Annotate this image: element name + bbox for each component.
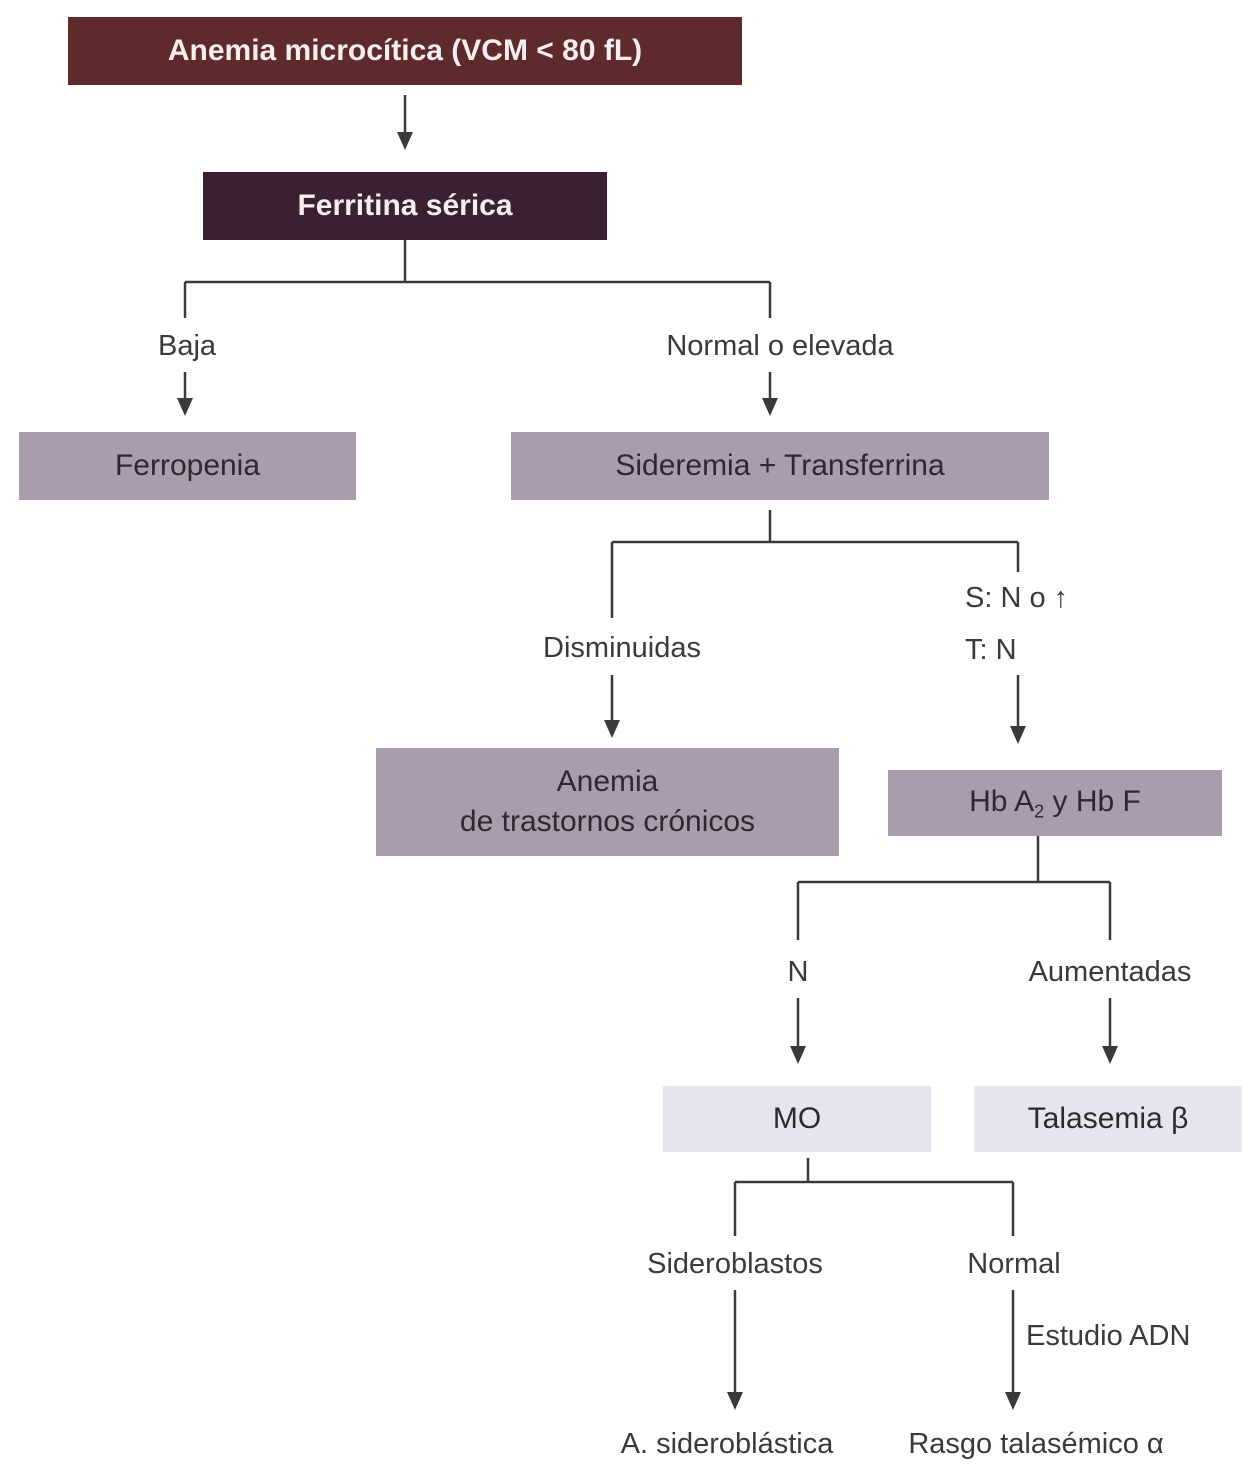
edge-label-baja: Baja [157, 330, 217, 362]
node-talasemia-beta-label: Talasemia β [1027, 1101, 1189, 1135]
node-talasemia-beta: Talasemia β [974, 1086, 1242, 1152]
node-anemia-cronica-line1: Anemia [556, 764, 659, 798]
node-mo-label: MO [772, 1101, 822, 1135]
edge-label-n: N [787, 956, 809, 988]
edge-label-normal: Normal [967, 1248, 1061, 1280]
node-anemia-cronica-line2: de trastornos crónicos [459, 805, 756, 838]
node-sideremia-transferrina: Sideremia + Transferrina [511, 432, 1049, 500]
edge-label-t-n: T: N [965, 634, 1017, 666]
edge-label-normal-elevada: Normal o elevada [666, 330, 894, 362]
node-anemia-trastornos-cronicos: Anemia de trastornos crónicos [376, 748, 839, 856]
node-anemia-microcitica: Anemia microcítica (VCM < 80 fL) [68, 17, 742, 85]
node-hb-a2-hb-f: Hb A2 y Hb F [888, 770, 1222, 836]
edge-label-aumentadas: Aumentadas [1028, 956, 1192, 988]
edge-label-disminuidas: Disminuidas [543, 632, 701, 664]
node-hb-a2-hb-f-label: Hb A2 y Hb F [969, 782, 1141, 824]
edge-label-estudio-adn: Estudio ADN [1026, 1320, 1191, 1352]
node-ferropenia: Ferropenia [19, 432, 356, 500]
outcome-a-sideroblastica: A. sideroblástica [620, 1428, 834, 1460]
hb-f-text: y Hb F [1044, 785, 1141, 819]
node-sideremia-transferrina-label: Sideremia + Transferrina [615, 448, 945, 482]
edge-label-sideroblastos: Sideroblastos [647, 1248, 823, 1280]
outcome-rasgo-talasemico-alfa: Rasgo talasémico α [908, 1428, 1164, 1460]
node-ferritina-serica-label: Ferritina sérica [297, 188, 513, 222]
edge-label-s-n-o-up: S: N o ↑ [965, 582, 1069, 614]
node-ferritina-serica: Ferritina sérica [203, 172, 607, 240]
node-mo: MO [663, 1086, 931, 1152]
hb-a-text: Hb A [969, 785, 1035, 819]
node-anemia-microcitica-label: Anemia microcítica (VCM < 80 fL) [167, 33, 643, 67]
hb-a-subscript: 2 [1034, 801, 1045, 822]
node-ferropenia-label: Ferropenia [114, 448, 261, 482]
